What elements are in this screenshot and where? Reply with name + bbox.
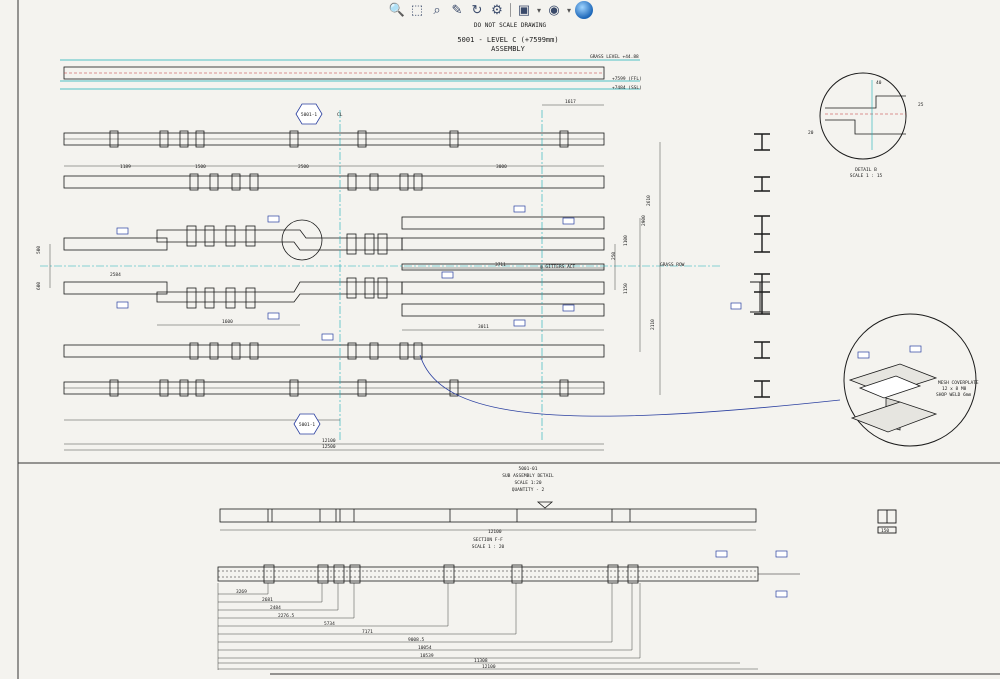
view-subtitle: ASSEMBLY	[491, 45, 526, 53]
iso-detail-view[interactable]: MESH COVERPLATE 12 x 8 M8 SHOP WELD 6mm	[843, 313, 979, 447]
dim-2900: 2900	[641, 215, 647, 226]
view-settings-icon[interactable]: ⚙	[491, 2, 503, 17]
dim-1617: 1617	[565, 99, 576, 105]
pan-icon[interactable]: ✎	[451, 2, 463, 17]
zoom-to-fit-icon[interactable]: 🔍	[388, 2, 406, 17]
section-ff-view[interactable]	[217, 550, 800, 598]
dim-500: 500	[36, 246, 42, 254]
level-label-ffl: +7599 (FFL)	[612, 76, 642, 82]
detail-b-view[interactable]: 40 25 20	[808, 72, 924, 160]
dim-3000: 3000	[496, 164, 507, 170]
svg-text:SHOP WELD 6mm: SHOP WELD 6mm	[936, 392, 972, 398]
detail-b-title: DETAIL B	[855, 167, 877, 173]
elev-overall-dim: 12100	[488, 529, 502, 535]
iso-leader	[419, 354, 841, 417]
sub-assembly-scale: SCALE 1:20	[514, 480, 541, 486]
dim-11308: 11308	[474, 658, 488, 664]
sub-assembly-elevation[interactable]	[219, 501, 757, 531]
dim-2500: 2500	[298, 164, 309, 170]
detail-b-scale: SCALE 1 : 15	[850, 173, 883, 179]
view-title: 5001 - LEVEL C (+7599mm)	[457, 36, 558, 44]
dim-9008: 9008.5	[408, 637, 425, 643]
level-label-ssl: +7484 (SSL)	[612, 85, 642, 91]
dim-1100: 1100	[623, 235, 629, 246]
small-section-dim: 150	[881, 528, 889, 534]
sub-assembly-qty: QUANTITY - 2	[512, 487, 545, 493]
detail-circle-b[interactable]	[281, 219, 323, 261]
callout-hexagon-bottom[interactable]: 5001-1	[293, 413, 321, 435]
dim-3711: 3711	[495, 262, 506, 268]
section-ff-title: SECTION F-F	[473, 537, 503, 543]
sub-assembly-detail: SUB ASSEMBLY DETAIL	[502, 473, 554, 479]
toolbar-separator	[510, 3, 511, 17]
small-section-view[interactable]	[730, 281, 770, 313]
callout-hexagon-top[interactable]: 5001-1	[295, 103, 323, 125]
dim-3011: 3011	[478, 324, 489, 330]
rotate-icon[interactable]: ↻	[471, 2, 483, 17]
svg-text:40: 40	[876, 80, 882, 86]
dim-7171: 7171	[362, 629, 373, 635]
dim-1150: 1150	[623, 283, 629, 294]
svg-text:5001-1: 5001-1	[301, 112, 318, 118]
dim-12100: 12100	[482, 664, 496, 670]
dim-600: 600	[36, 282, 42, 290]
scene-icon[interactable]	[575, 1, 593, 19]
dim-12100: 12100	[322, 438, 336, 444]
section-ff-scale: SCALE 1 : 20	[472, 544, 505, 550]
dim-10054: 10054	[418, 645, 432, 651]
part-tags[interactable]	[116, 205, 575, 341]
end-section-small[interactable]	[877, 509, 897, 534]
centre-lines	[40, 110, 720, 440]
dim-10539: 10539	[420, 653, 434, 659]
centre-label: CL	[337, 112, 343, 118]
beam-plan[interactable]	[63, 130, 605, 397]
zoom-area-icon[interactable]: ⬚	[410, 2, 424, 17]
chevron-down-icon[interactable]: ▾	[536, 5, 541, 15]
gridline-label: @ GITTERS ACT	[540, 264, 576, 270]
dim-2681: 2681	[262, 597, 273, 603]
view-toolbar: 🔍 ⬚ ⌕ ✎ ↻ ⚙ ▣ ▾ ◉ ▾	[388, 0, 632, 20]
dim-2110: 2110	[650, 319, 656, 330]
note-do-not-scale: DO NOT SCALE DRAWING	[474, 22, 547, 29]
dim-12500: 12500	[322, 444, 336, 450]
plan-dimensions	[49, 104, 661, 451]
dim-1600: 1600	[222, 319, 233, 325]
chevron-down-icon[interactable]: ▾	[566, 5, 571, 15]
dim-2276: 2276.5	[278, 613, 295, 619]
sub-assembly-title: 5001-01	[519, 466, 538, 472]
appearance-icon[interactable]: ◉	[548, 2, 560, 17]
dim-3269: 3269	[236, 589, 247, 595]
section-dims	[217, 583, 758, 670]
svg-text:12 x 8 M8: 12 x 8 M8	[942, 386, 967, 392]
dim-2584: 2584	[110, 272, 121, 278]
dim-5734: 5734	[324, 621, 335, 627]
display-style-icon[interactable]: ▣	[517, 2, 531, 17]
grid-row-label: GRASS ROW	[660, 262, 685, 268]
svg-text:MESH COVERPLATE: MESH COVERPLATE	[938, 380, 979, 386]
svg-text:20: 20	[808, 130, 814, 136]
dim-1500: 1500	[195, 164, 206, 170]
zoom-in-out-icon[interactable]: ⌕	[433, 2, 441, 17]
level-lines: GRASS LEVEL +44.88 +7599 (FFL) +7484 (SS…	[60, 54, 642, 91]
svg-text:25: 25	[918, 102, 924, 108]
dim-2610: 2610	[646, 195, 652, 206]
svg-text:5001-1: 5001-1	[299, 422, 316, 428]
level-label-top: GRASS LEVEL +44.88	[590, 54, 639, 60]
dim-2484: 2484	[270, 605, 281, 611]
dim-1189: 1189	[120, 164, 131, 170]
end-sections[interactable]	[754, 133, 770, 398]
dim-250: 250	[611, 252, 617, 260]
